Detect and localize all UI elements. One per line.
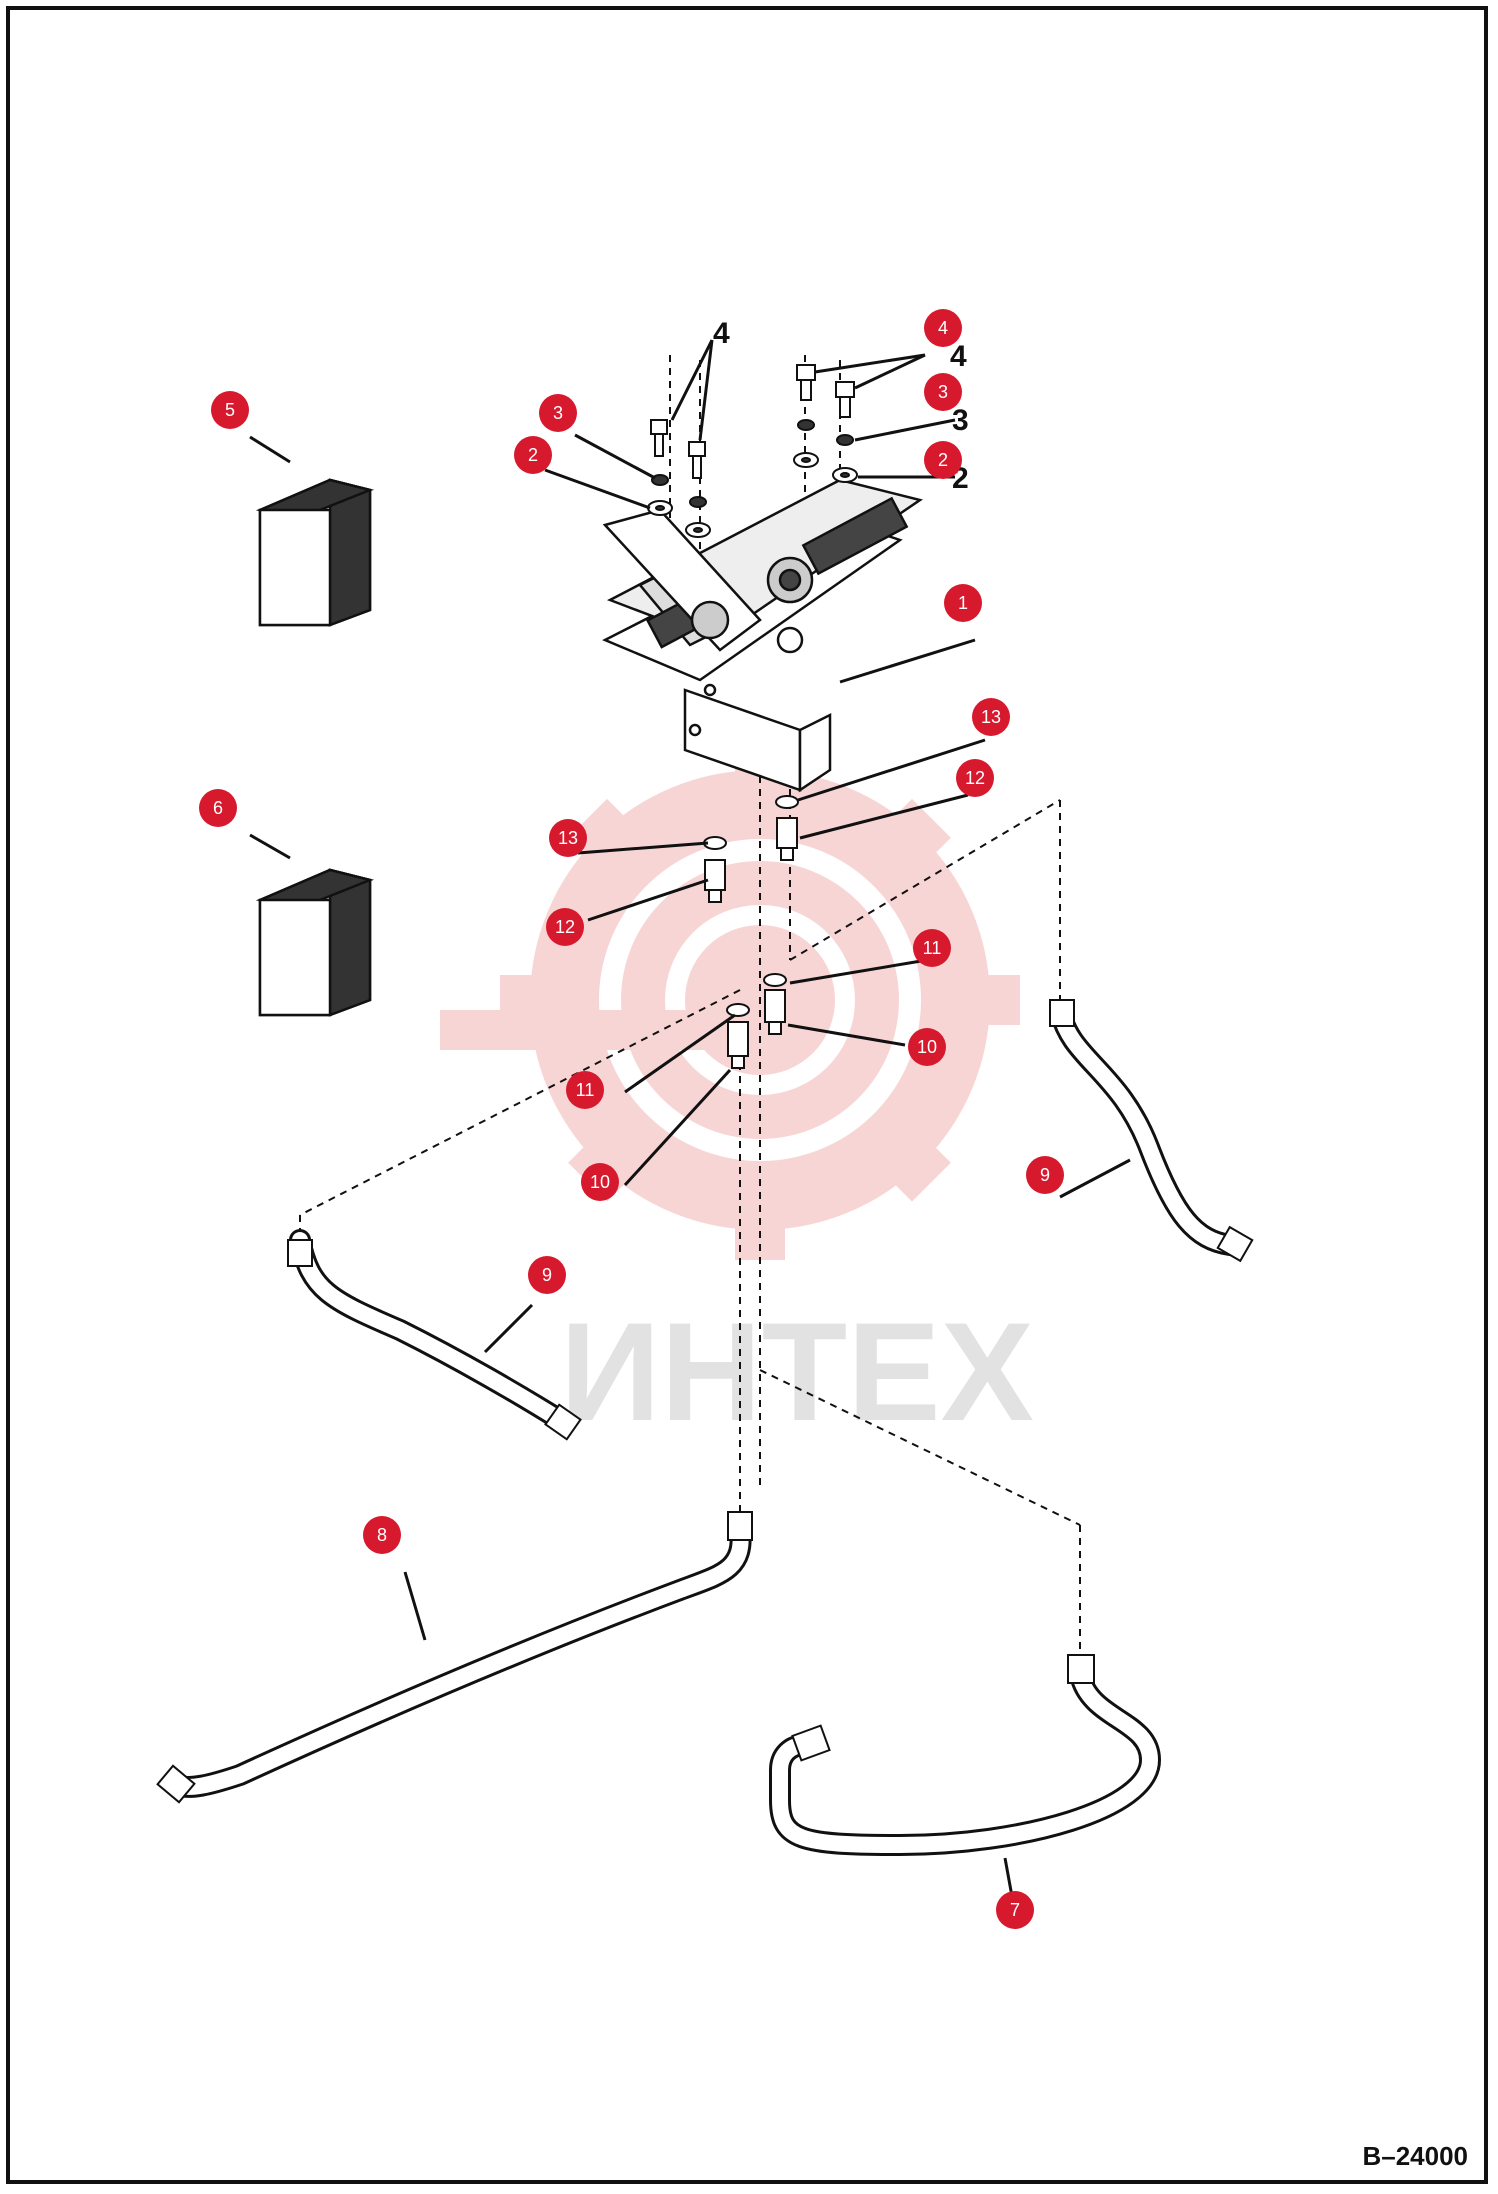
callout-number: 13 [981,707,1001,727]
callout-bubble-c2b[interactable]: 2 [924,441,962,479]
callout-bubble-c11a[interactable]: 11 [913,929,951,967]
callout-number: 12 [965,768,985,788]
callout-number: 6 [213,798,223,818]
callout-bubble-c13a[interactable]: 13 [972,698,1010,736]
label-4a: 4 [713,317,730,350]
callout-number: 4 [938,318,948,338]
control-valve [602,478,924,793]
hoses [164,999,1241,1857]
bolt-hardware [647,364,858,538]
watermark-logo [440,740,1020,1260]
callout-bubble-c11b[interactable]: 11 [566,1071,604,1109]
fittings [703,795,799,1069]
callout-number: 10 [590,1172,610,1192]
callout-bubble-c10a[interactable]: 10 [908,1028,946,1066]
callout-number: 11 [923,938,942,958]
callout-bubble-c10b[interactable]: 10 [581,1163,619,1201]
callout-bubble-c1[interactable]: 1 [944,584,982,622]
callout-number: 10 [917,1037,937,1057]
callout-number: 3 [553,403,563,423]
watermark-text: ИНТЕХ [560,1293,1034,1450]
callout-bubble-c9b[interactable]: 9 [1026,1156,1064,1194]
label-3: 3 [952,404,969,437]
callout-number: 11 [576,1080,595,1100]
callout-bubble-c13b[interactable]: 13 [549,819,587,857]
callout-number: 2 [528,445,538,465]
callout-bubble-c12a[interactable]: 12 [956,759,994,797]
part-box-6 [255,868,375,1017]
callout-number: 1 [958,593,968,613]
callout-bubble-c3b[interactable]: 3 [924,373,962,411]
hose-ends [156,999,1254,1804]
callout-number: 12 [555,917,575,937]
callout-number: 3 [938,382,948,402]
callout-bubble-c5[interactable]: 5 [211,391,249,429]
callout-bubble-c9a[interactable]: 9 [528,1256,566,1294]
callout-number: 9 [542,1265,552,1285]
callout-number: 5 [225,400,235,420]
callout-bubble-c3a[interactable]: 3 [539,394,577,432]
label-4b: 4 [950,340,967,373]
callout-number: 8 [377,1525,387,1545]
callout-bubble-c8[interactable]: 8 [363,1516,401,1554]
callout-number: 13 [558,828,578,848]
reference-code: B–24000 [1362,2141,1468,2171]
callout-bubble-c7[interactable]: 7 [996,1891,1034,1929]
callout-bubble-c2a[interactable]: 2 [514,436,552,474]
callout-number: 7 [1010,1900,1020,1920]
part-box-5 [255,478,375,627]
callout-number: 9 [1040,1165,1050,1185]
callout-bubble-c4[interactable]: 4 [924,309,962,347]
callout-leaders [249,339,1131,1914]
callout-bubble-c6[interactable]: 6 [199,789,237,827]
callout-number: 2 [938,450,948,470]
callout-bubble-c12b[interactable]: 12 [546,908,584,946]
